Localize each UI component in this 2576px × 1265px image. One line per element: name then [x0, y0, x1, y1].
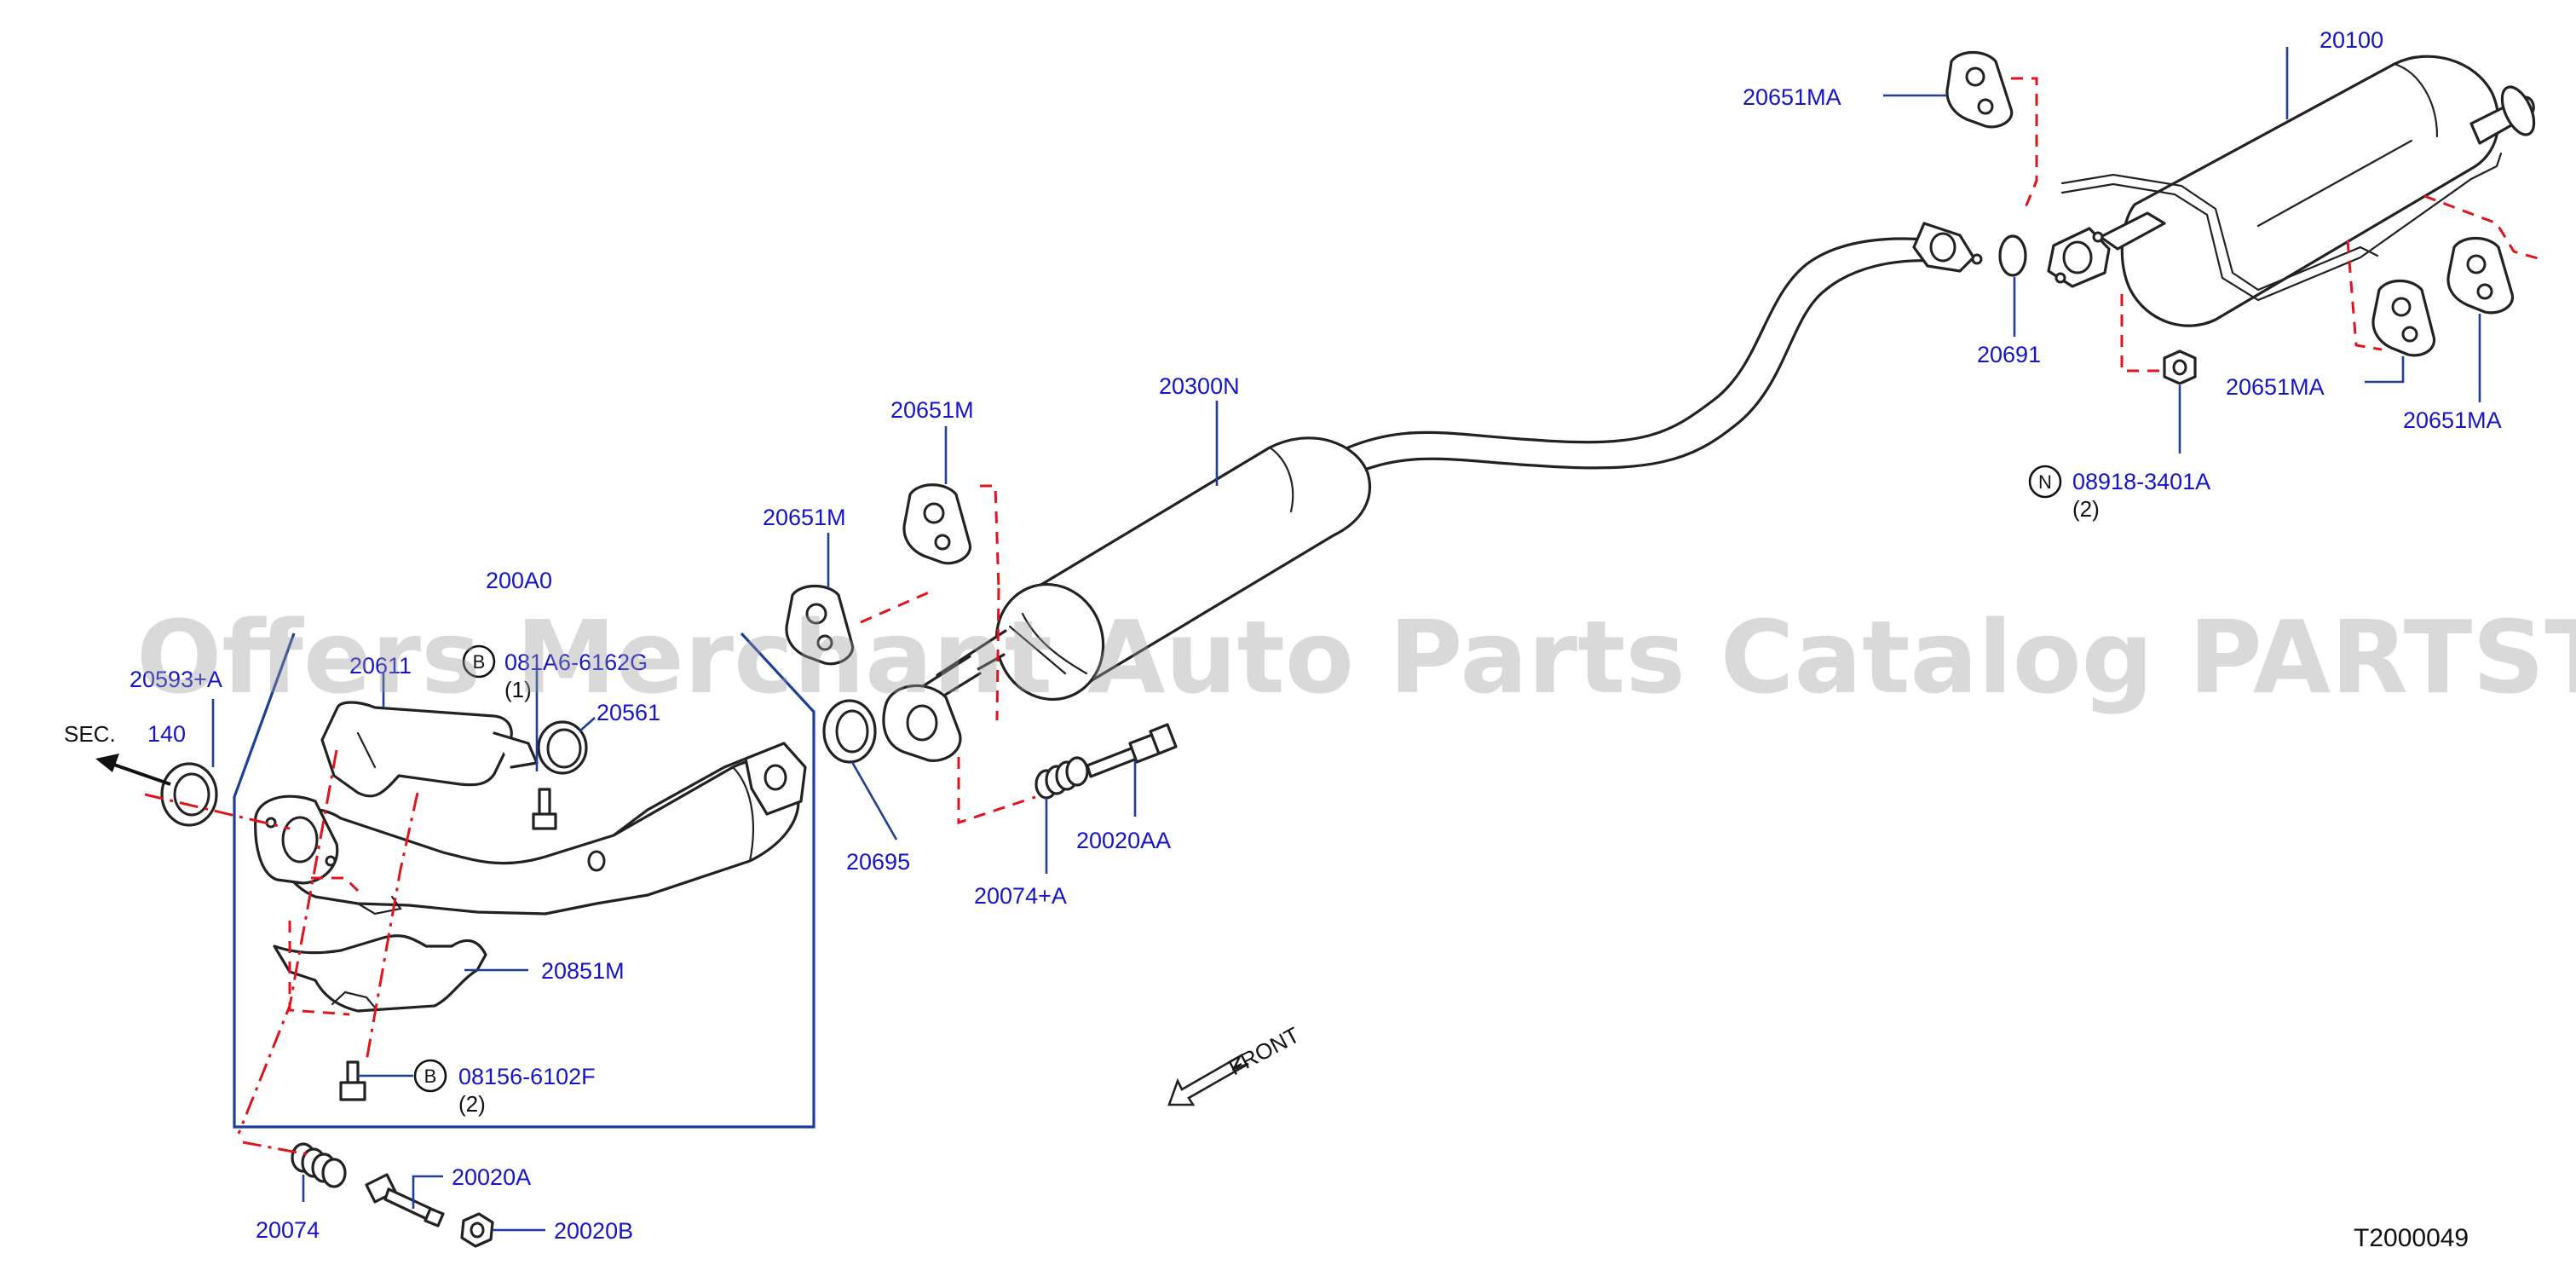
label-20020AA[interactable]: 20020AA: [1076, 828, 1171, 853]
seal-ring-20695: [822, 699, 877, 764]
label-08918-3401A[interactable]: 08918-3401A: [2072, 469, 2210, 494]
label-20020A[interactable]: 20020A: [452, 1164, 531, 1190]
bolt-20020A: [365, 1173, 445, 1227]
nut-20020B: [460, 1212, 494, 1248]
label-20651MA-mid[interactable]: 20651MA: [2226, 374, 2325, 400]
bolt-08156: [339, 1060, 366, 1101]
hanger-20651M-a: [902, 483, 972, 565]
spring-20074: [291, 1142, 347, 1188]
gasket-20691: [1998, 234, 2027, 277]
sec-text: SEC.: [64, 721, 116, 747]
bolt-081A6: [532, 788, 557, 830]
label-20651MA-top[interactable]: 20651MA: [1743, 84, 1841, 110]
bolt-bot-qty: (2): [458, 1091, 486, 1117]
label-20561[interactable]: 20561: [596, 700, 660, 725]
lower-heat-shield-20851M: [273, 934, 487, 1013]
hanger-20651M-b: [785, 585, 855, 666]
label-20691[interactable]: 20691: [1977, 342, 2041, 367]
nut-symbol: N: [2038, 471, 2052, 493]
center-muffler: [912, 436, 1372, 709]
label-20074A[interactable]: 20074+A: [974, 883, 1067, 909]
label-081A6-6162G[interactable]: 081A6-6162G: [504, 650, 648, 675]
bolt-bot-symbol-circle: [413, 1059, 447, 1093]
part-labels: 20100 20651MA 20691 20651MA 20651MA N 08…: [64, 27, 2502, 1244]
front-flange: [254, 794, 339, 885]
label-08156-6102F[interactable]: 08156-6102F: [458, 1064, 596, 1089]
label-200A0[interactable]: 200A0: [486, 568, 552, 593]
spring-20074A: [1034, 756, 1089, 800]
label-20651MA-right[interactable]: 20651MA: [2403, 407, 2502, 433]
label-20300N[interactable]: 20300N: [1159, 373, 1240, 399]
label-20695[interactable]: 20695: [846, 849, 910, 875]
leader-lines: [211, 47, 2481, 1232]
label-20074[interactable]: 20074: [256, 1217, 320, 1243]
label-20651M-b[interactable]: 20651M: [763, 505, 846, 530]
front-text: FRONT: [1225, 1022, 1304, 1081]
assembly-lines: [144, 77, 2544, 1157]
flange-nut: [2163, 349, 2197, 385]
nut-symbol-circle: [2028, 465, 2062, 499]
label-20100[interactable]: 20100: [2320, 27, 2383, 53]
hanger-20651MA-right: [2446, 237, 2515, 315]
front-pipe-flange: [882, 684, 962, 762]
rear-muffler: [2060, 55, 2536, 327]
bolt-top-symbol-circle: [462, 644, 496, 679]
sec-arrow: [95, 754, 171, 786]
hanger-20651MA-top: [1945, 51, 2014, 129]
bolt-20020AA: [1086, 723, 1178, 778]
pipe-flange-upstream: [1912, 222, 1983, 273]
label-20593A[interactable]: 20593+A: [130, 667, 222, 692]
center-exhaust-pipe: [1340, 237, 1936, 481]
watermark: Offers Merchant Auto Parts Catalog PARTS…: [136, 598, 2576, 716]
hanger-20651MA-mid: [2371, 279, 2436, 357]
label-20651M-a[interactable]: 20651M: [890, 397, 974, 423]
nut-qty: (2): [2072, 496, 2100, 522]
label-20611[interactable]: 20611: [349, 653, 412, 679]
front-arrow-icon: [1167, 1053, 1249, 1106]
drawing-code: T2000049: [2354, 1224, 2469, 1252]
heat-shield-20611: [320, 701, 539, 798]
label-20851M[interactable]: 20851M: [541, 958, 625, 984]
gasket-20593A: [160, 762, 218, 827]
sec-number[interactable]: 140: [147, 721, 186, 747]
clamp-20561: [537, 720, 588, 775]
label-20020B[interactable]: 20020B: [554, 1218, 633, 1244]
bolt-bot-symbol: B: [424, 1066, 437, 1087]
rear-flange: [2047, 227, 2111, 288]
bolt-top-symbol: B: [473, 651, 486, 673]
assembly-frame-200A0: [233, 632, 815, 1129]
bolt-top-qty: (1): [504, 677, 532, 702]
